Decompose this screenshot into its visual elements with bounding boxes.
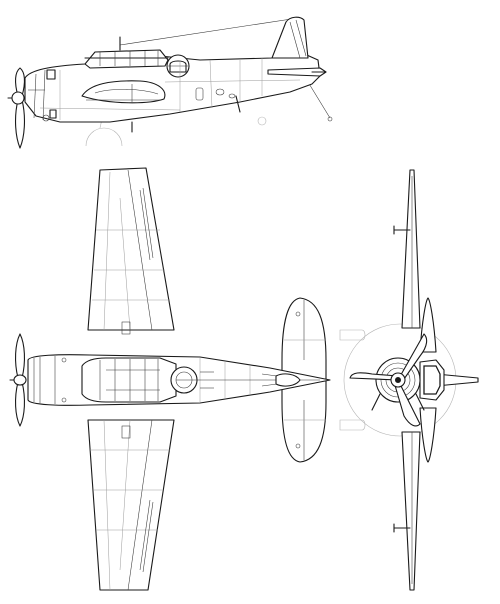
front-view (339, 169, 479, 591)
side-view (7, 16, 333, 149)
top-view (9, 167, 331, 591)
